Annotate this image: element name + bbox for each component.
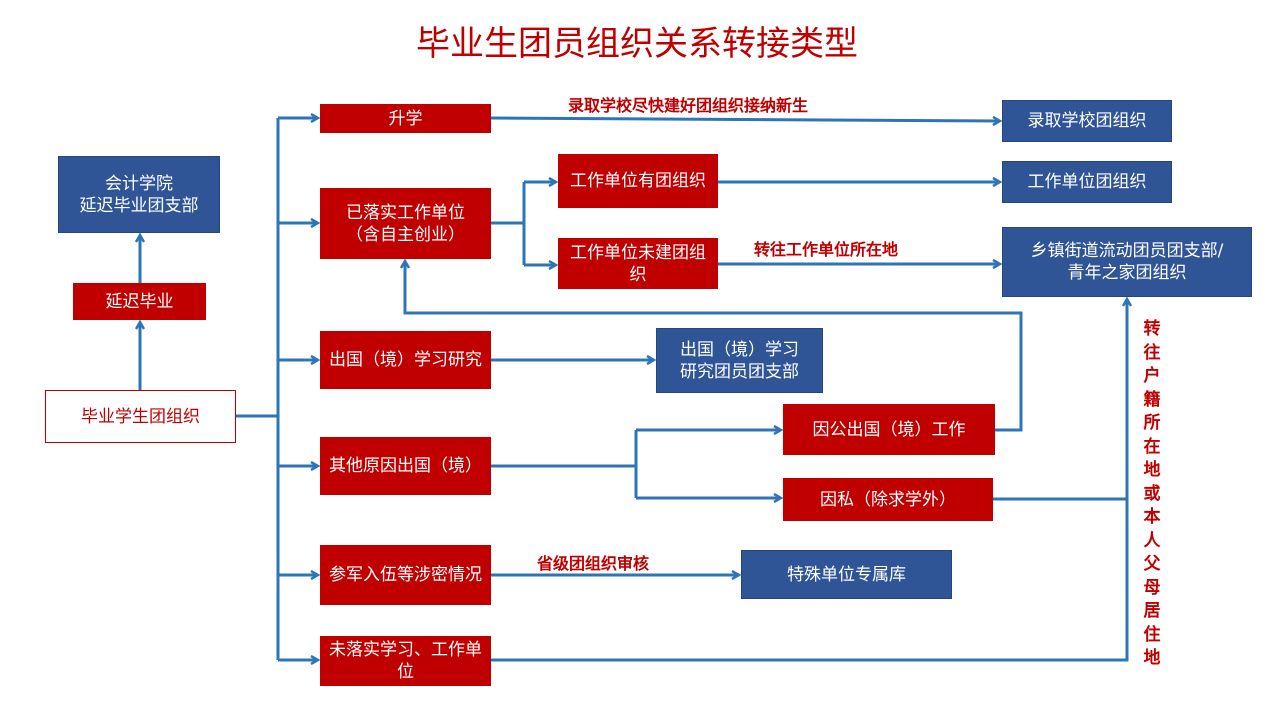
node-school-org: 录取学校团组织 [1002,100,1172,142]
node-employer-org: 工作单位团组织 [1002,161,1172,203]
node-employed: 已落实工作单位 （含自主创业） [320,188,491,259]
node-special-db: 特殊单位专属库 [741,550,952,599]
node-accounting-branch: 会计学院 延迟毕业团支部 [58,156,220,233]
node-private-abroad: 因私（除求学外） [783,478,993,521]
edge-label-household: 转往户籍所在地或本人父母居住地 [1143,319,1161,668]
page-title: 毕业生团员组织关系转接类型 [416,24,858,64]
node-employer-no-org: 工作单位未建团组织 [558,238,718,289]
edge-label-employer-location: 转往工作单位所在地 [754,240,899,259]
edge-label-provincial: 省级团组织审核 [537,554,650,573]
node-abroad-branch: 出国（境）学习 研究团员团支部 [656,328,823,393]
node-military: 参军入伍等涉密情况 [320,545,491,605]
node-employer-has-org: 工作单位有团组织 [558,154,718,208]
node-other-abroad: 其他原因出国（境） [320,437,491,495]
node-further-study: 升学 [320,104,491,133]
node-official-abroad: 因公出国（境）工作 [783,404,995,455]
edge-label-school: 录取学校尽快建好团组织接纳新生 [568,96,809,115]
node-unplaced: 未落实学习、工作单位 [320,636,491,686]
node-delayed: 延迟毕业 [73,283,206,320]
node-graduates: 毕业学生团组织 [45,390,236,443]
node-township-org: 乡镇街道流动团员团支部/ 青年之家团组织 [1002,227,1252,297]
node-study-abroad: 出国（境）学习研究 [320,331,491,389]
